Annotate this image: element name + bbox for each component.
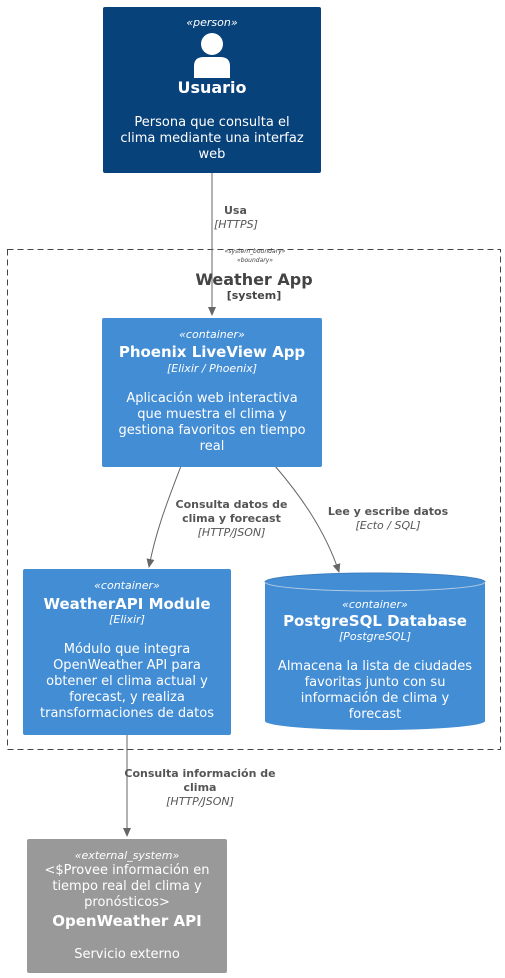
edge-usa-label: Usa: [224, 204, 247, 217]
edge-usa-tech: [HTTPS]: [214, 218, 258, 231]
postgres-tech: [PostgreSQL]: [338, 630, 412, 643]
postgres-stereotype: «container»: [342, 598, 408, 611]
postgres-cylinder-body: [265, 582, 485, 730]
postgres-title: PostgreSQL Database: [283, 612, 467, 630]
edge-lee-escribe-label: Lee y escribe datos: [327, 505, 449, 518]
boundary-stereotype-1: «system_boundary»: [224, 248, 286, 255]
person-title: Usuario: [177, 78, 247, 97]
edge-label-usa: Usa [HTTPS]: [206, 204, 266, 232]
system-boundary-frame: [7, 249, 501, 750]
liveview-title: Phoenix LiveView App: [118, 343, 306, 361]
person-usuario[interactable]: «person» Usuario Persona que consulta el…: [103, 7, 321, 173]
boundary-subtitle: [system]: [226, 289, 282, 302]
edge-consulta-datos-tech: [HTTP/JSON]: [197, 526, 266, 539]
edge-consulta-datos-label: Consulta datos de clima y forecast: [175, 498, 288, 525]
edge-label-consulta-info: Consulta información de clima [HTTP/JSON…: [124, 767, 276, 809]
container-phoenix-liveview[interactable]: «container» Phoenix LiveView App [Elixir…: [102, 318, 322, 467]
weatherapi-title: WeatherAPI Module: [43, 595, 211, 613]
edge-consulta-info-label: Consulta información de clima: [124, 767, 276, 794]
weatherapi-stereotype: «container»: [94, 579, 160, 592]
liveview-tech: [Elixir / Phoenix]: [166, 362, 258, 375]
boundary-stereotype-2: «boundary»: [237, 257, 273, 264]
external-stereotype: «external_system»: [74, 849, 180, 862]
edge-label-lee-escribe: Lee y escribe datos [Ecto / SQL]: [314, 505, 462, 533]
container-postgresql-database[interactable]: «container» PostgreSQL Database [Postgre…: [265, 574, 485, 734]
person-stereotype: «person»: [186, 16, 238, 29]
liveview-stereotype: «container»: [179, 328, 245, 341]
edge-consulta-info-tech: [HTTP/JSON]: [166, 795, 234, 808]
boundary-title: Weather App: [195, 270, 313, 289]
edge-consulta-datos: [146, 465, 182, 568]
container-weatherapi-module[interactable]: «container» WeatherAPI Module [Elixir] M…: [23, 569, 231, 735]
edge-label-consulta-datos: Consulta datos de clima y forecast [HTTP…: [160, 498, 303, 540]
weatherapi-description: Módulo que integra OpenWeather API para …: [40, 642, 214, 721]
postgres-description: Almacena la lista de ciudades favoritas …: [277, 659, 473, 722]
external-openweather-api[interactable]: «external_system» <$Provee información e…: [27, 839, 227, 973]
external-description: Servicio externo: [74, 947, 180, 962]
person-description: Persona que consulta el clima mediante u…: [120, 115, 304, 162]
external-provee-text: <$Provee información en tiempo real del …: [44, 863, 210, 910]
edge-lee-escribe: [274, 465, 341, 573]
weatherapi-tech: [Elixir]: [109, 613, 145, 626]
external-title: OpenWeather API: [52, 912, 202, 930]
person-icon: [194, 33, 230, 78]
liveview-description: Aplicación web interactiva que muestra e…: [118, 391, 306, 454]
edge-lee-escribe-tech: [Ecto / SQL]: [355, 519, 421, 532]
